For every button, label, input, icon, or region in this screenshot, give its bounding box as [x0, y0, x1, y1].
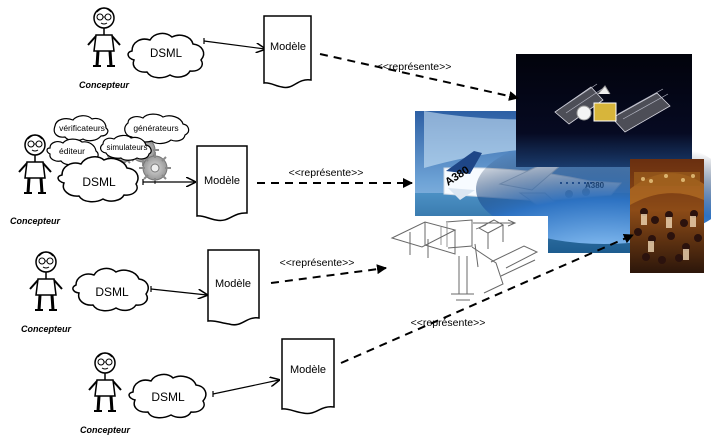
dsml-label: DSML — [151, 390, 185, 404]
dsml-to-model-arrow — [150, 288, 207, 295]
dsml-cloud — [128, 373, 207, 419]
tool-label-verifiers: vérificateurs — [59, 123, 105, 133]
dsml-label: DSML — [95, 285, 129, 299]
tool-cloud-simulators — [100, 134, 152, 161]
represents-arrow — [319, 53, 519, 101]
stock-exchange-photo — [630, 159, 704, 273]
actor-label: Concepteur — [10, 216, 61, 226]
tool-label-editor: éditeur — [59, 146, 85, 156]
dsml-label: DSML — [82, 175, 116, 189]
model-document — [207, 249, 260, 326]
model-label: Modèle — [204, 175, 240, 187]
tool-label-generators: générateurs — [133, 123, 178, 133]
dsml-to-model-arrow — [203, 40, 265, 49]
concepteur-icon — [86, 6, 122, 68]
represents-label: <<représente>> — [411, 317, 486, 329]
dsml-to-model-arrow — [212, 380, 279, 395]
represents-label: <<représente>> — [289, 167, 364, 179]
concepteur-icon — [17, 133, 53, 195]
row-1: Concepteur DSML Modèle <<représente>> — [79, 6, 519, 101]
concepteur-icon — [28, 250, 64, 312]
machine-drawing — [384, 216, 548, 310]
model-document — [196, 145, 248, 222]
tool-label-simulators: simulateurs — [107, 143, 148, 152]
row-4: Concepteur DSML Modèle <<représente>> — [80, 234, 634, 435]
concepteur-icon — [87, 351, 123, 413]
dsml-cloud — [127, 32, 205, 79]
actor-label: Concepteur — [80, 425, 131, 435]
row-2: Concepteur vérificateurs générateurs sim… — [10, 113, 413, 226]
actor-label: Concepteur — [21, 324, 72, 334]
model-label: Modèle — [270, 41, 306, 53]
tool-cloud-verifiers — [53, 115, 109, 142]
model-document — [281, 338, 335, 415]
represents-label: <<représente>> — [377, 61, 452, 73]
dsml-label: DSML — [150, 48, 183, 60]
represents-arrow — [340, 234, 634, 364]
model-label: Modèle — [290, 364, 326, 376]
represents-arrow — [270, 264, 387, 284]
model-label: Modèle — [215, 278, 251, 290]
model-document — [263, 15, 312, 89]
actor-label: Concepteur — [79, 80, 130, 90]
dsml-cloud — [72, 267, 149, 312]
dsml-cloud — [57, 156, 139, 203]
row-3: Concepteur DSML Modèle <<représente>> — [21, 249, 387, 334]
represents-label: <<représente>> — [280, 257, 355, 269]
